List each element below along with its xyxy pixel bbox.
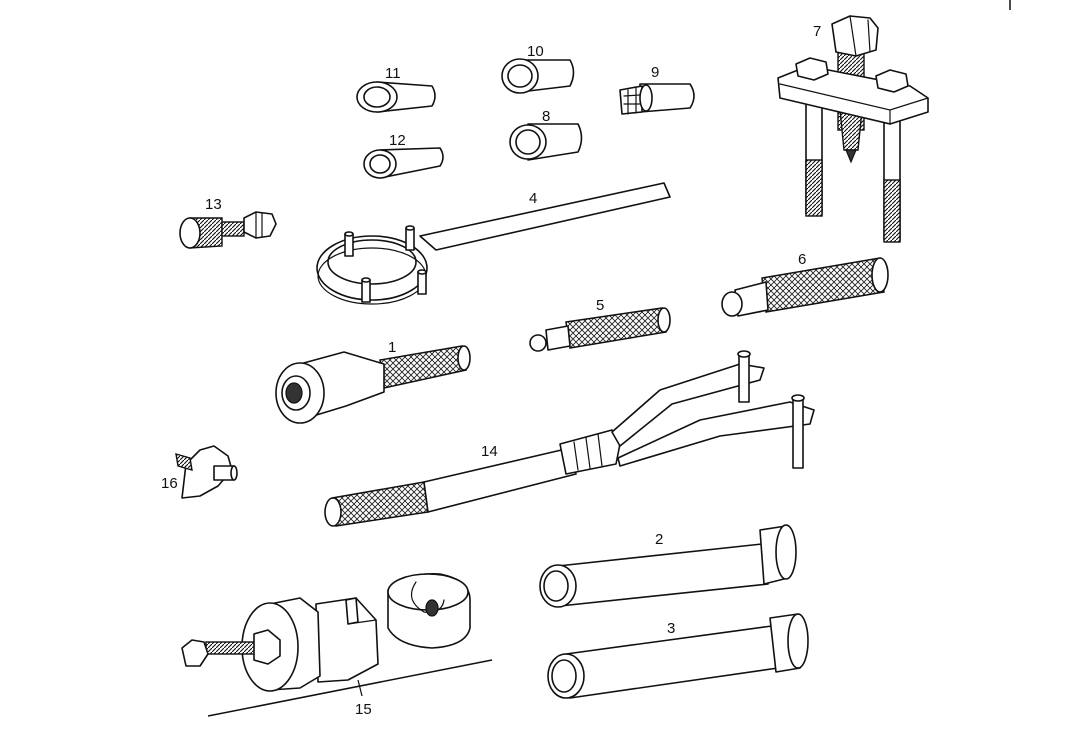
tool-8-sleeve [509,123,583,161]
tool-6-drift [721,257,889,317]
callout-2: 2 [655,531,663,548]
callout-16: 16 [161,475,178,492]
callout-7: 7 [813,23,821,40]
callout-5: 5 [596,297,604,314]
tool-1-drift [275,345,471,424]
callout-10: 10 [527,43,544,60]
tool-9-collet [619,83,695,115]
tool-10-sleeve [501,58,575,94]
callout-14: 14 [481,443,498,460]
callout-8: 8 [542,108,550,125]
tool-7-puller [777,15,929,243]
tool-16-gauge [175,445,238,499]
callout-labels: 1 2 3 4 5 6 7 8 9 10 11 12 13 14 15 16 [161,23,821,718]
callout-12: 12 [389,132,406,149]
tool-3-tube [547,613,809,699]
tool-11-sleeve [356,81,436,113]
callout-3: 3 [667,620,675,637]
tool-13-adapter [179,211,277,249]
callout-6: 6 [798,251,806,268]
callout-9: 9 [651,64,659,81]
callout-13: 13 [205,196,222,213]
tool-14-pin-wrench [324,350,815,527]
callout-4: 4 [529,190,537,207]
callout-15: 15 [355,701,372,718]
tool-2-tube [539,524,797,608]
tool-15-puller-assembly [181,573,493,717]
callout-1: 1 [388,339,396,356]
tool-12-sleeve [363,147,444,179]
tool-5-drift [529,307,671,352]
callout-11: 11 [385,65,401,82]
tool-4-pin-spanner [316,182,671,305]
